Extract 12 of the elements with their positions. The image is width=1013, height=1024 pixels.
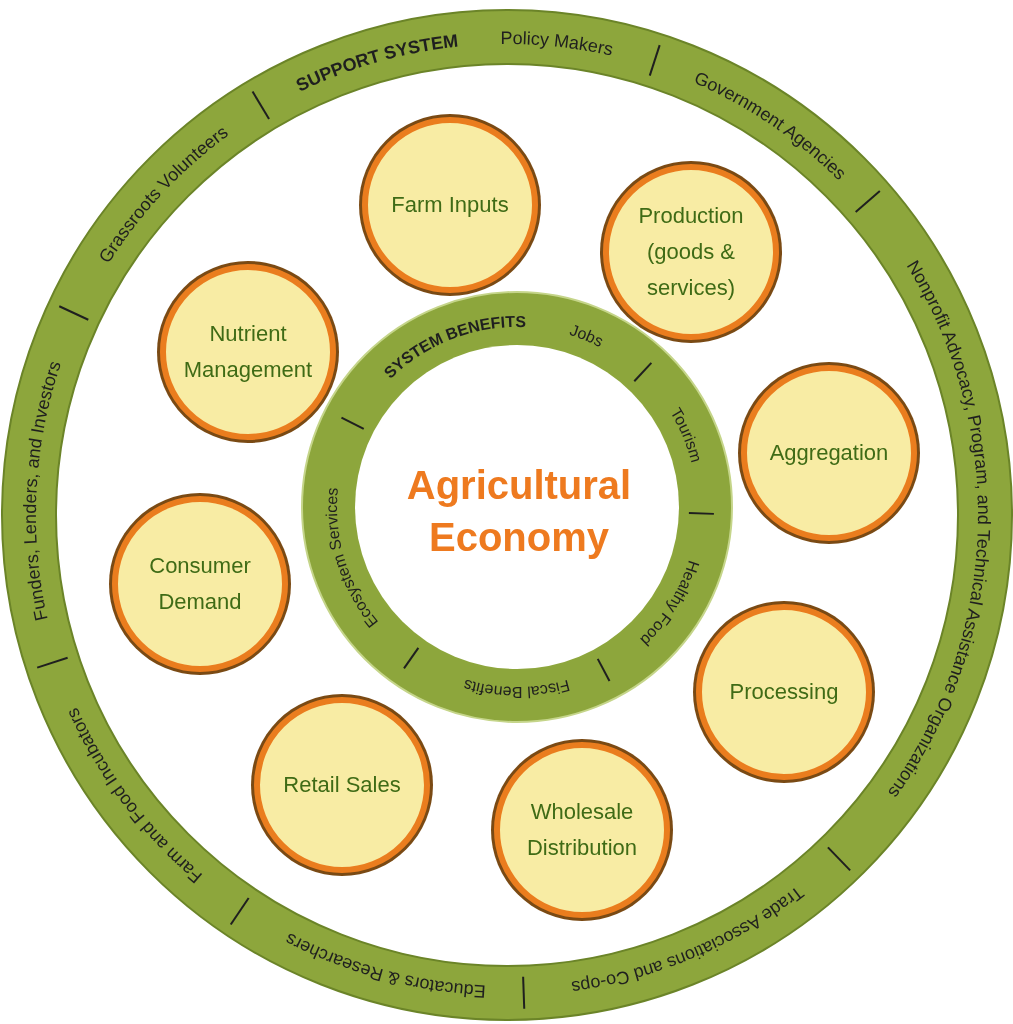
ring-label: Policy Makers — [500, 28, 616, 60]
stage-label: Consumer Demand — [148, 552, 252, 616]
center-title: Agricultural Economy — [379, 459, 659, 563]
stage-label: Wholesale Distribution — [525, 798, 638, 862]
stage-label: Aggregation — [768, 439, 890, 467]
stage-label: Farm Inputs — [390, 191, 510, 219]
stage-label: Retail Sales — [282, 771, 402, 799]
stage-label: Production (goods & services) — [637, 202, 745, 302]
stage-label: Nutrient Management — [182, 320, 314, 384]
ring-label: Jobs — [567, 321, 607, 350]
stage-label: Processing — [728, 678, 840, 706]
ring-label: Fiscal Benefits — [461, 676, 572, 701]
